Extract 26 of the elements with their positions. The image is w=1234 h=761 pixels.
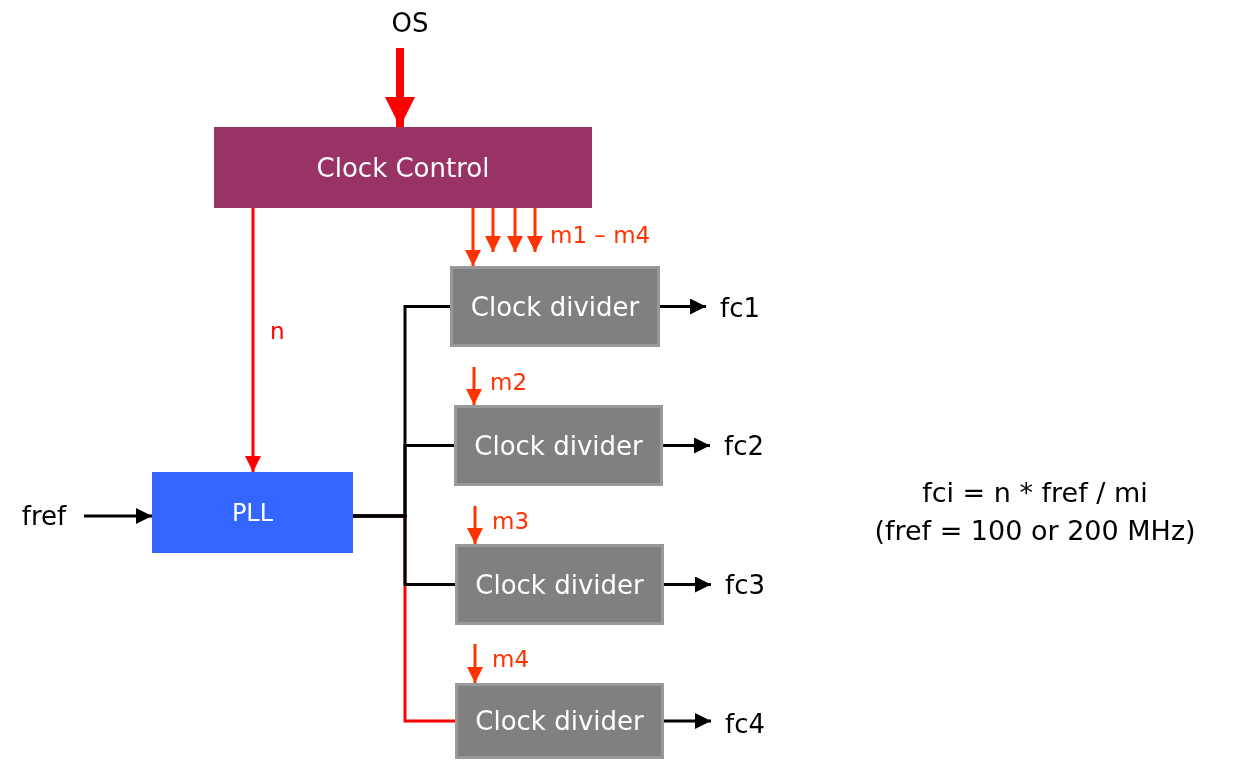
arrow — [663, 437, 710, 454]
divider-block: Clock divider — [450, 266, 660, 347]
arrow — [245, 208, 261, 472]
arrow — [660, 298, 706, 315]
arrow — [507, 208, 523, 252]
signal-label: fc3 — [717, 566, 773, 604]
arrow — [664, 576, 711, 593]
arrow — [466, 367, 482, 405]
arrow — [527, 208, 543, 252]
arrow — [465, 208, 481, 266]
divider-block: Clock divider — [455, 683, 664, 759]
signal-label: fref — [10, 497, 78, 535]
pll-block: PLL — [152, 472, 353, 553]
control-block: Clock Control — [214, 127, 592, 208]
connector-line — [353, 514, 455, 586]
signal-label: fc4 — [717, 705, 773, 743]
signal-label: fc1 — [712, 289, 768, 327]
signal-label: OS — [380, 4, 440, 42]
divider-block: Clock divider — [455, 544, 664, 625]
arrow — [485, 208, 501, 252]
arrow — [664, 713, 711, 729]
arrow — [84, 508, 152, 524]
arrow — [467, 644, 483, 683]
arrow — [467, 506, 483, 544]
signal-label: fc2 — [716, 427, 772, 465]
divider-block: Clock divider — [454, 405, 663, 486]
